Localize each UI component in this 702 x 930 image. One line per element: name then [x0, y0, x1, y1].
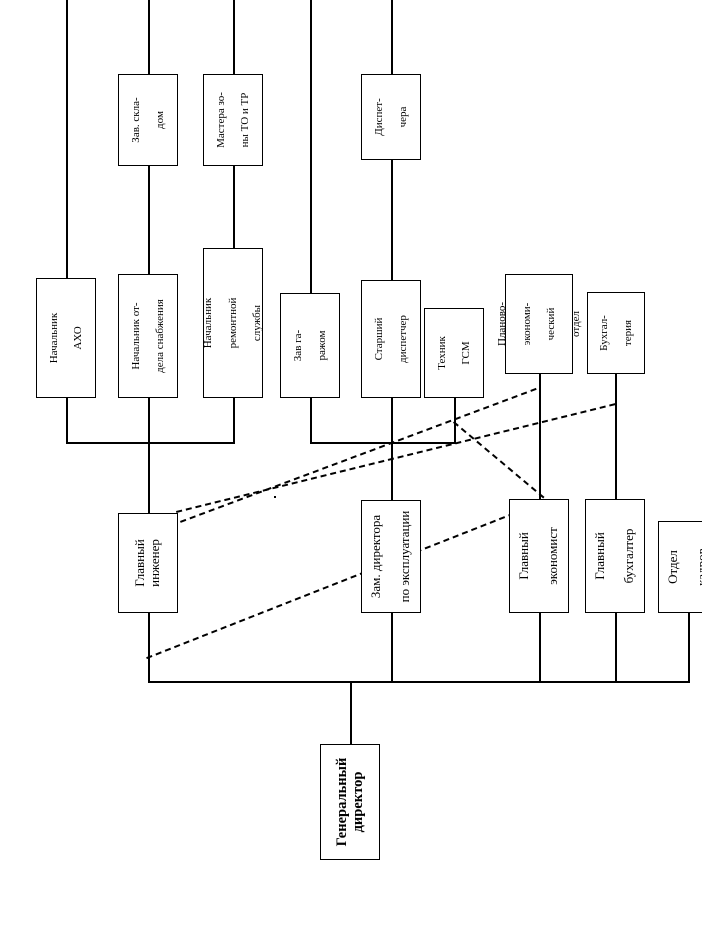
node-general-director[interactable]: Генеральный директор	[320, 744, 380, 860]
connector-garage-to-mechanics	[310, 0, 312, 293]
connector-economist-to-peo	[539, 374, 541, 499]
node-planning-economic-department[interactable]: Планово- экономи- ческий отдел	[496, 274, 582, 374]
node-accounting-department-label: Бухгал- терия	[597, 315, 635, 351]
connector-root-stub	[350, 682, 352, 744]
connector-supply-to-warehouse	[148, 166, 150, 274]
connector-dep-to-senior-disp	[391, 398, 393, 444]
node-deputy-director-operations[interactable]: Зам. директора по эксплуатации	[361, 500, 421, 613]
node-dispatchers[interactable]: Диспет- чера	[361, 74, 421, 160]
node-chief-accountant-label: Главный бухгалтер	[592, 528, 637, 584]
node-planning-economic-department-label: Планово- экономи- ческий отдел	[495, 302, 582, 346]
connector-masters-to-workers	[233, 0, 235, 74]
connector-repair-to-masters	[233, 166, 235, 248]
connector-ce-to-repair	[233, 398, 235, 444]
connector-warehouse-to-storekeepers	[148, 0, 150, 74]
node-zone-masters-label: Мастера зо- ны ТО и ТР	[214, 92, 252, 148]
node-deputy-director-operations-label: Зам. директора по эксплуатации	[368, 510, 413, 603]
node-tech-gsm-label: Техник ГСМ	[435, 336, 473, 370]
scan-speck	[274, 496, 276, 498]
node-head-supply-department-label: Начальник от- дела снабжения	[129, 299, 167, 373]
node-hr-department-label: Отдел кадров	[665, 548, 702, 586]
connector-deputy-spine	[310, 442, 455, 444]
connector-chief-engineer-spine	[66, 442, 234, 444]
connector-dispatchers-to-drivers	[391, 0, 393, 74]
node-senior-dispatcher[interactable]: Старший диспетчер	[361, 280, 421, 398]
connector-deputy-out	[391, 443, 393, 500]
connector-dep-to-garage	[310, 398, 312, 444]
connector-seniordisp-to-dispatchers	[391, 160, 393, 280]
node-general-director-label: Генеральный директор	[333, 757, 366, 847]
node-head-supply-department[interactable]: Начальник от- дела снабжения	[118, 274, 178, 398]
node-accounting-department[interactable]: Бухгал- терия	[587, 292, 645, 374]
connector-spine-level2	[148, 681, 688, 683]
func-link-economist-to-tech-gsm	[452, 421, 553, 505]
node-hr-department[interactable]: Отдел кадров	[658, 521, 702, 613]
connector-aho-to-guard	[66, 0, 68, 278]
node-garage-manager-label: Зав га- ражом	[291, 329, 329, 362]
node-tech-gsm[interactable]: Техник ГСМ	[424, 308, 484, 398]
connector-spine-to-chief-engineer	[148, 613, 150, 683]
node-dispatchers-label: Диспет- чера	[372, 98, 410, 136]
node-chief-engineer[interactable]: Главный инженер	[118, 513, 178, 613]
node-chief-engineer-label: Главный инженер	[132, 539, 162, 587]
connector-accountant-to-buh	[615, 374, 617, 499]
connector-ce-to-supply	[148, 398, 150, 444]
connector-spine-to-economist	[539, 613, 541, 683]
node-chief-economist[interactable]: Главный экономист	[509, 499, 569, 613]
func-link-chief-engineer-to-buh	[176, 403, 616, 513]
node-garage-manager[interactable]: Зав га- ражом	[280, 293, 340, 398]
node-head-repair-service[interactable]: Начальник ремонтной службы	[202, 248, 264, 398]
connector-ce-to-aho	[66, 398, 68, 444]
connector-spine-to-hr	[688, 613, 690, 683]
node-zone-masters[interactable]: Мастера зо- ны ТО и ТР	[203, 74, 263, 166]
connector-spine-to-accountant	[615, 613, 617, 683]
connector-spine-to-deputy	[391, 613, 393, 683]
node-head-repair-service-label: Начальник ремонтной службы	[202, 297, 264, 349]
node-senior-dispatcher-label: Старший диспетчер	[372, 315, 410, 363]
node-head-aho[interactable]: Начальник АХО	[36, 278, 96, 398]
node-warehouse-manager[interactable]: Зав. скла- дом	[118, 74, 178, 166]
node-chief-accountant[interactable]: Главный бухгалтер	[585, 499, 645, 613]
connector-chief-engineer-out	[148, 443, 150, 513]
node-chief-economist-label: Главный экономист	[516, 527, 561, 585]
node-head-aho-label: Начальник АХО	[47, 312, 85, 364]
node-warehouse-manager-label: Зав. скла- дом	[129, 97, 167, 143]
func-link-economist-to-supply	[146, 505, 533, 660]
